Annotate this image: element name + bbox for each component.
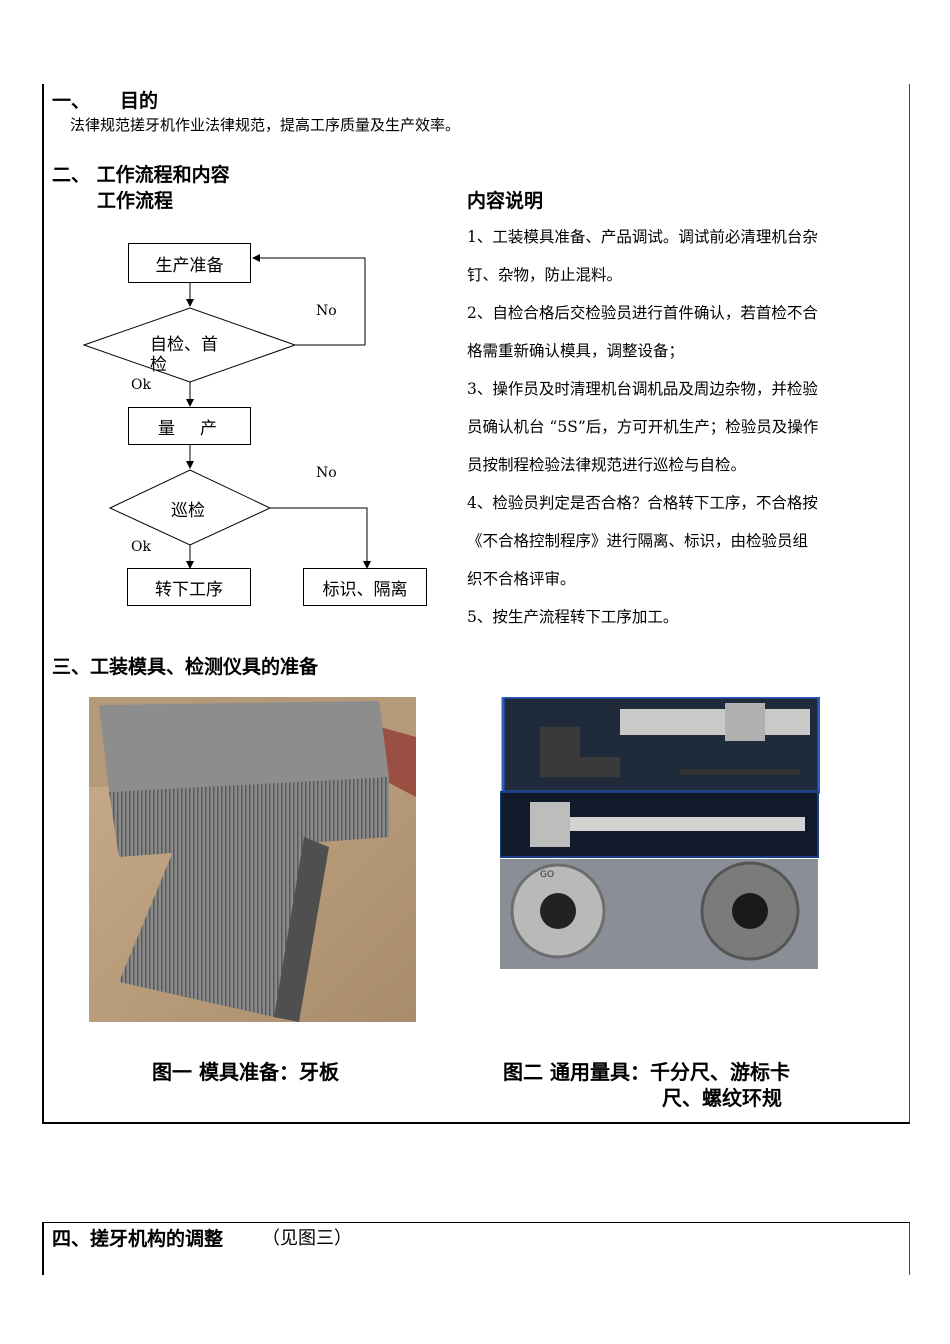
- section4-heading: 四、搓牙机构的调整: [52, 1228, 224, 1250]
- flow-ok1-label: Ok: [131, 377, 151, 393]
- flow-no2-label: No: [316, 465, 337, 481]
- section2-heading: 二、 工作流程和内容: [52, 164, 230, 186]
- flow-mass-box: 量 产: [128, 407, 251, 445]
- flow-prep-box: 生产准备: [128, 243, 251, 283]
- flow-no1-label: No: [316, 303, 337, 319]
- desc-line: 员按制程检验法律规范进行巡检与自检。: [467, 456, 747, 474]
- section3-heading: 三、工装模具、检测仪具的准备: [52, 656, 319, 678]
- flow-check-text: 自检、首: [150, 335, 218, 355]
- desc-list: 1、工装模具准备、产品调试。调试前必清理机台杂 钉、杂物，防止混料。 2、自检合…: [467, 218, 907, 636]
- desc-line: 格需重新确认模具，调整设备；: [467, 342, 685, 360]
- section1-text: 法律规范搓牙机作业法律规范，提高工序质量及生产效率。: [70, 116, 461, 134]
- desc-line: 3、操作员及时清理机台调机品及周边杂物，并检验: [467, 380, 818, 398]
- flow-title: 工作流程: [97, 190, 174, 212]
- gauge-go-text: GO: [540, 870, 554, 880]
- desc-line: 员确认机台 “5S”后，方可开机生产；检验员及操作: [467, 418, 819, 436]
- section1-title: 目的: [120, 90, 159, 112]
- flow-check-line1: 自检、首: [150, 335, 218, 355]
- gauge-photo: GO: [500, 697, 820, 969]
- die-plate-photo: [89, 697, 416, 1022]
- caption-figure-2-line1: 图二 通用量具：千分尺、游标卡: [503, 1060, 790, 1084]
- desc-line: 4、检验员判定是否合格？合格转下工序，不合格按: [467, 494, 818, 512]
- desc-line: 5、按生产流程转下工序加工。: [467, 608, 679, 626]
- flow-ok2-label: Ok: [131, 539, 151, 555]
- desc-title: 内容说明: [467, 190, 544, 212]
- flowchart: 生产准备 自检、首 检 量 产 巡检 转下工序 标识、隔离 No Ok No O…: [80, 240, 440, 610]
- flow-next-box: 转下工序: [127, 568, 251, 606]
- section-frame-bottom: [42, 1222, 910, 1275]
- desc-line: 1、工装模具准备、产品调试。调试前必清理机台杂: [467, 228, 818, 246]
- desc-line: 织不合格评审。: [467, 570, 576, 588]
- flow-patrol-text: 巡检: [171, 501, 205, 521]
- desc-line: 2、自检合格后交检验员进行首件确认，若首检不合: [467, 304, 818, 322]
- flowchart-lines: [82, 254, 371, 569]
- flow-isolate-box: 标识、隔离: [303, 568, 427, 606]
- die-plate-image: [89, 697, 416, 1022]
- gauge-image: GO: [500, 697, 820, 969]
- desc-line: 《不合格控制程序》进行隔离、标识，由检验员组: [467, 532, 809, 550]
- section1-number: 一、: [52, 90, 91, 112]
- caption-figure-2-line2: 尺、螺纹环规: [662, 1086, 782, 1110]
- section-frame-top: [42, 84, 910, 1124]
- desc-line: 钉、杂物，防止混料。: [467, 266, 623, 284]
- caption-figure-1: 图一 模具准备：牙板: [152, 1060, 339, 1084]
- flow-check-line2: 检: [150, 355, 167, 375]
- section4-note: （见图三）: [262, 1228, 352, 1249]
